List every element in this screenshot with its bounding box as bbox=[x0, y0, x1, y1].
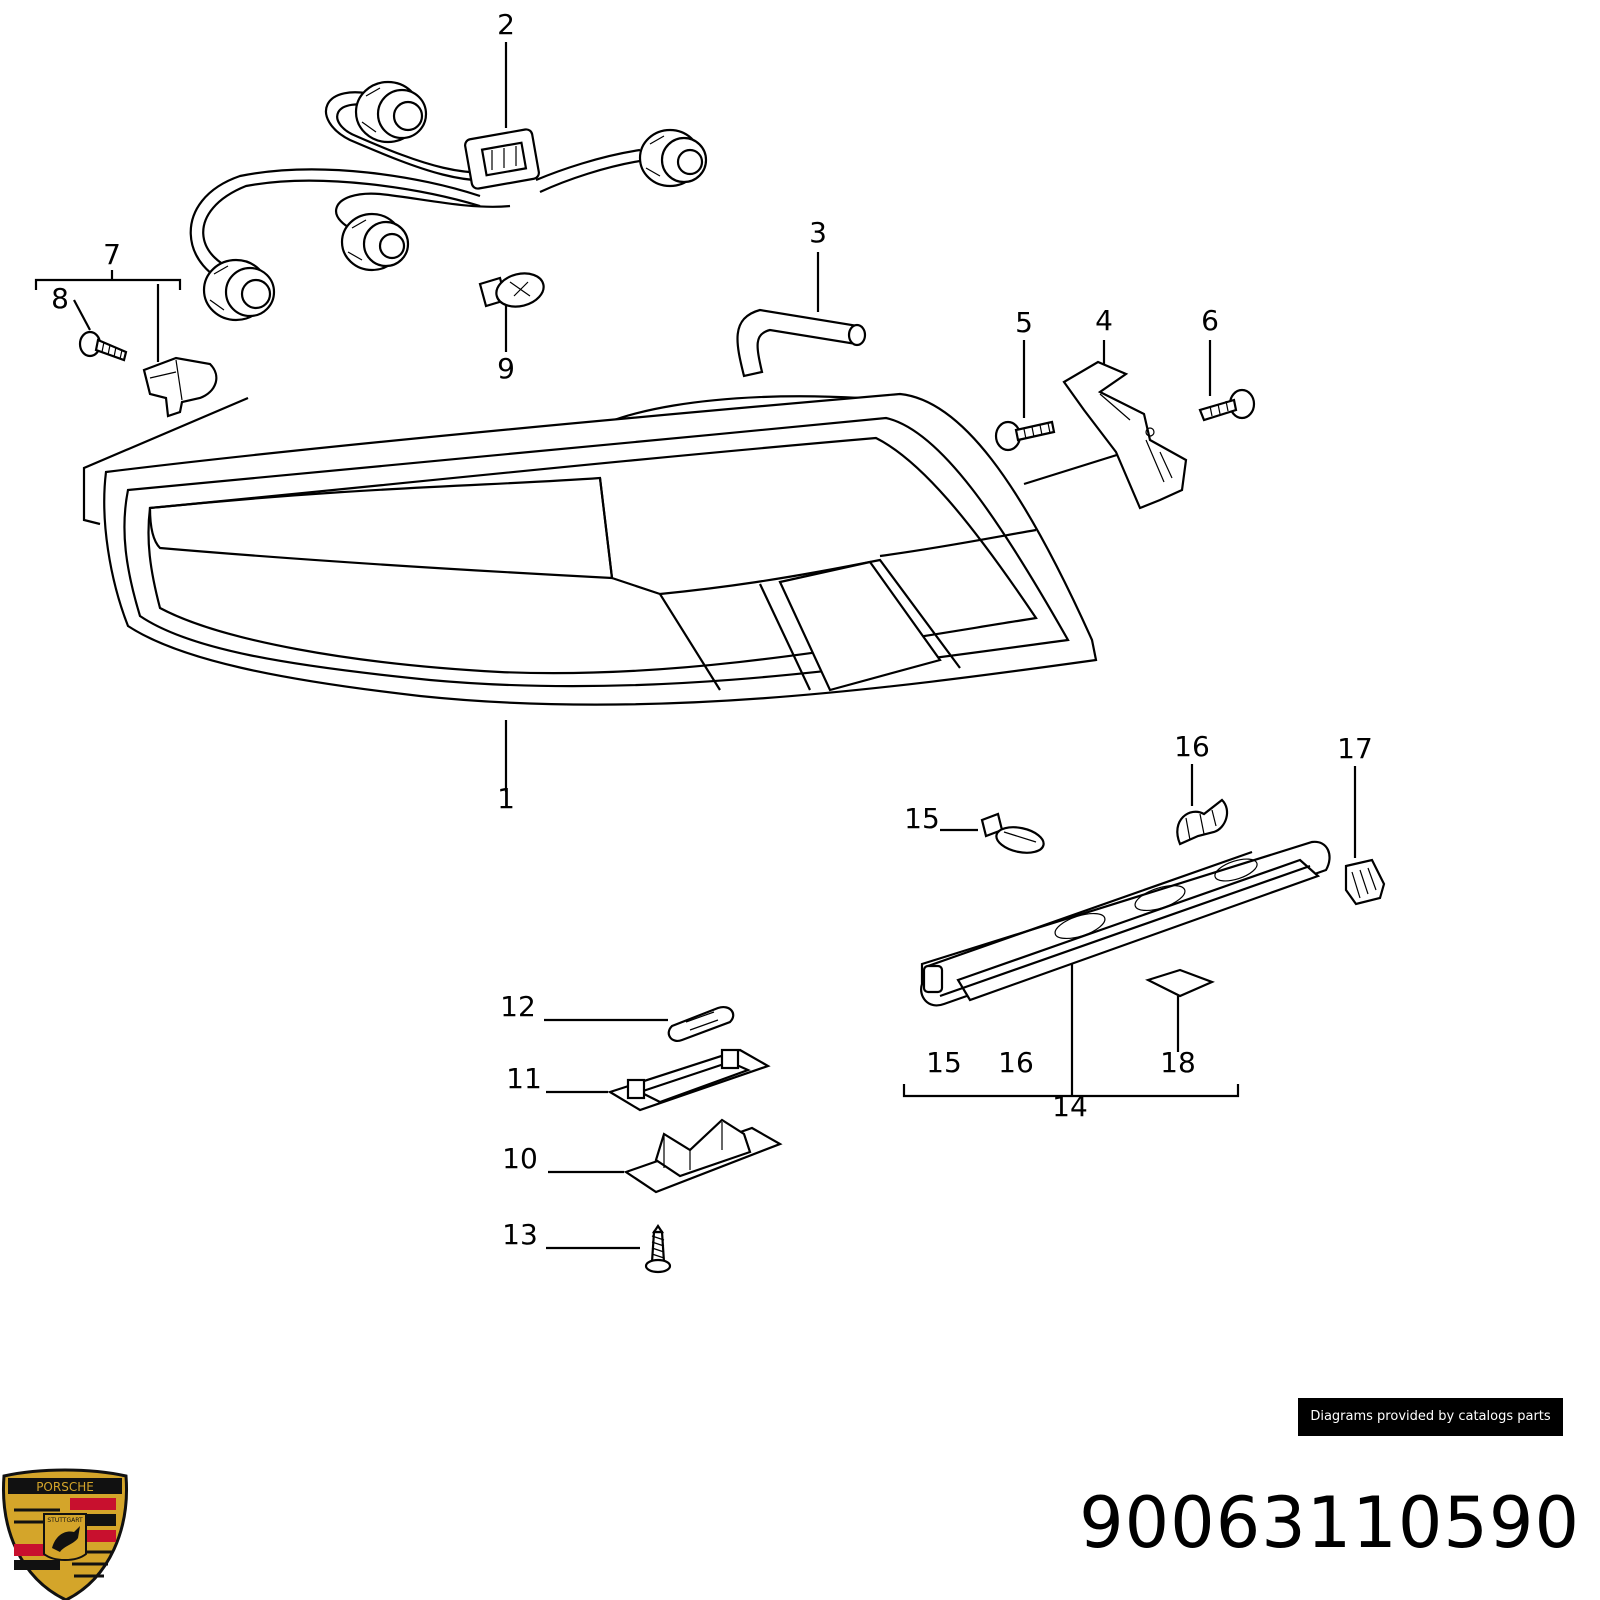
screw-part-6 bbox=[1198, 388, 1256, 422]
callout-16: 16 bbox=[1174, 730, 1210, 763]
crest-city-text: STUTTGART bbox=[47, 1517, 83, 1524]
callout-2: 2 bbox=[497, 8, 515, 41]
callout-10: 10 bbox=[502, 1142, 538, 1175]
callout-labels: 2 3 7 8 9 5 4 6 1 16 17 15 12 11 10 13 1… bbox=[51, 8, 1373, 1251]
callout-8: 8 bbox=[51, 282, 69, 315]
lens-part-11 bbox=[607, 1048, 771, 1112]
bulb-part-15 bbox=[980, 812, 1045, 854]
callout-1: 1 bbox=[497, 782, 515, 815]
callout-3: 3 bbox=[809, 216, 827, 249]
callout-5: 5 bbox=[1015, 306, 1033, 339]
bulb-part-12 bbox=[667, 1006, 735, 1042]
porsche-crest-logo: PORSCHE STUTTGART bbox=[2, 1468, 128, 1600]
callout-7: 7 bbox=[103, 238, 121, 271]
screw-part-5 bbox=[994, 420, 1056, 452]
callout-13: 13 bbox=[502, 1218, 538, 1251]
callout-17: 17 bbox=[1337, 732, 1373, 765]
crest-brand-text: PORSCHE bbox=[36, 1480, 94, 1494]
holder-part-7 bbox=[142, 356, 218, 418]
callout-12: 12 bbox=[500, 990, 536, 1023]
part-number: 90063110590 bbox=[1079, 1482, 1580, 1564]
callout-6: 6 bbox=[1201, 304, 1219, 337]
cap-part-17 bbox=[1344, 858, 1386, 906]
bulb-socket-harness bbox=[189, 80, 708, 322]
screw-part-8 bbox=[78, 330, 128, 362]
callout-15: 15 bbox=[904, 802, 940, 835]
callout-4: 4 bbox=[1095, 304, 1113, 337]
pad-part-18 bbox=[1145, 968, 1215, 998]
bulb-part-9 bbox=[478, 272, 545, 308]
brake-light-part-14 bbox=[920, 840, 1331, 1007]
callout-14-group-16: 16 bbox=[998, 1046, 1034, 1079]
hose-part-3 bbox=[736, 308, 867, 378]
tail-light-housing bbox=[103, 392, 1098, 706]
screw-part-13 bbox=[644, 1224, 672, 1274]
bracket-part-4 bbox=[1062, 360, 1188, 510]
callout-14-group-15: 15 bbox=[926, 1046, 962, 1079]
callout-11: 11 bbox=[506, 1062, 542, 1095]
clip-part-16 bbox=[1176, 798, 1229, 846]
leader-lines bbox=[34, 42, 1357, 1250]
callout-9: 9 bbox=[497, 352, 515, 385]
housing-part-10 bbox=[623, 1118, 783, 1194]
credit-banner: Diagrams provided by catalogs parts bbox=[1298, 1398, 1563, 1436]
